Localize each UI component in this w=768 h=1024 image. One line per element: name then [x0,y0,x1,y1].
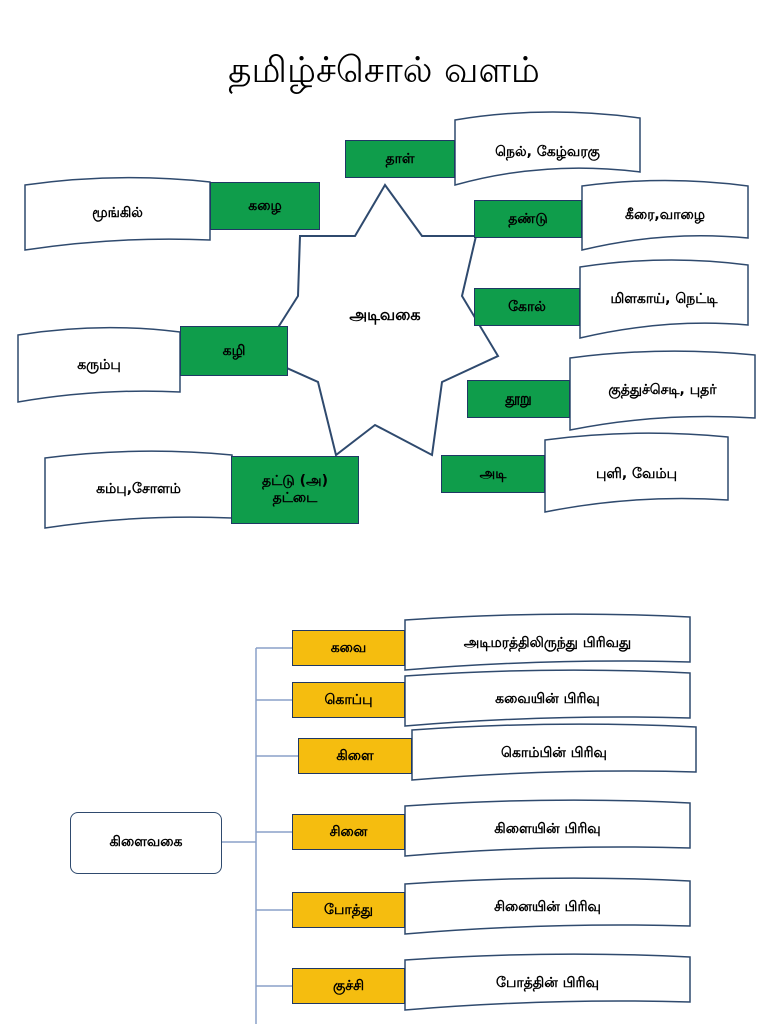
branch-term-box: கிளை [298,738,412,774]
stem-example-text: குத்துச்செடி, புதர் [608,382,717,398]
scroll-example-4 [569,350,756,431]
stem-term-box: தட்டு (அ) தட்டை [231,456,359,524]
stem-example-text: நெல், கேழ்வரகு [495,144,600,160]
scroll-meaning-3 [411,723,697,781]
stem-term-box: கழை [210,182,320,230]
branch-term-box: குச்சி [292,968,405,1004]
branch-term-box: சினை [292,814,405,850]
branch-meaning-text: கொம்பின் பிரிவு [501,745,607,761]
stem-term-box: அடி [441,455,545,493]
branch-tree-lines [220,647,298,1024]
root-star [258,183,500,457]
branch-root-box: கிளைவகை [70,812,222,874]
scroll-example-7 [17,326,181,403]
stem-example-text: கரும்பு [77,357,121,373]
stem-term-box: கோல் [474,288,580,326]
scroll-example-1 [454,111,641,186]
scroll-meaning-1 [404,613,691,671]
stem-example-text: மிளகாய், நெட்டி [610,291,718,307]
scroll-meaning-2 [404,669,691,727]
branch-term-box: போத்து [292,892,405,928]
stem-example-text: மூங்கில் [92,205,143,221]
star-label: அடிவகை [349,304,421,324]
scroll-meaning-6 [404,953,691,1011]
scroll-example-2 [581,179,749,251]
stem-term-box: தண்டு [474,200,582,238]
stem-example-text: கீரை,வாழை [625,207,705,223]
branch-meaning-text: அடிமரத்திலிருந்து பிரிவது [463,635,632,651]
scroll-meaning-5 [404,877,691,935]
stem-term-box: தாள் [345,140,455,178]
scroll-example-5 [544,432,729,513]
example-scrolls [17,111,756,529]
stem-example-text: கம்பு,சோளம் [96,481,181,497]
branch-term-box: கவை [292,630,405,666]
stem-term-box: கழி [180,326,288,376]
scroll-meaning-4 [404,799,691,857]
branch-meaning-text: கிளையின் பிரிவு [494,821,601,837]
scroll-example-6 [24,176,211,251]
page-title: தமிழ்ச்சொல் வளம் [228,50,540,91]
branch-meaning-text: கவையின் பிரிவு [495,691,600,707]
scroll-example-3 [579,259,749,339]
branch-meaning-text: போத்தின் பிரிவு [496,975,599,991]
meaning-scrolls [404,613,697,1011]
branch-meaning-text: சினையின் பிரிவு [494,899,601,915]
stem-example-text: புளி, வேம்பு [595,466,678,482]
stem-term-box: தூறு [467,380,570,418]
branch-term-box: கொப்பு [292,682,405,718]
